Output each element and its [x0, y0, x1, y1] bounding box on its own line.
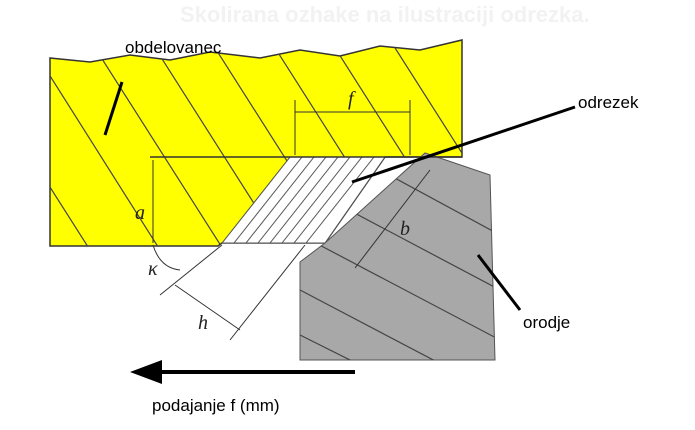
faded-title: Skolirana ozhake na ilustraciji odrezka. [180, 2, 590, 27]
symbol-h: h [198, 312, 208, 334]
symbol-f: f [348, 88, 354, 110]
label-feed: podajanje f (mm) [152, 396, 280, 415]
feed-arrow [130, 360, 355, 384]
symbol-kappa: κ [148, 258, 158, 280]
tool [299, 152, 496, 361]
symbol-b: b [400, 218, 410, 240]
label-chip: odrezek [578, 93, 639, 112]
label-tool: orodje [523, 313, 571, 332]
symbol-a: a [135, 202, 145, 224]
label-workpiece: obdelovanec [125, 38, 222, 57]
